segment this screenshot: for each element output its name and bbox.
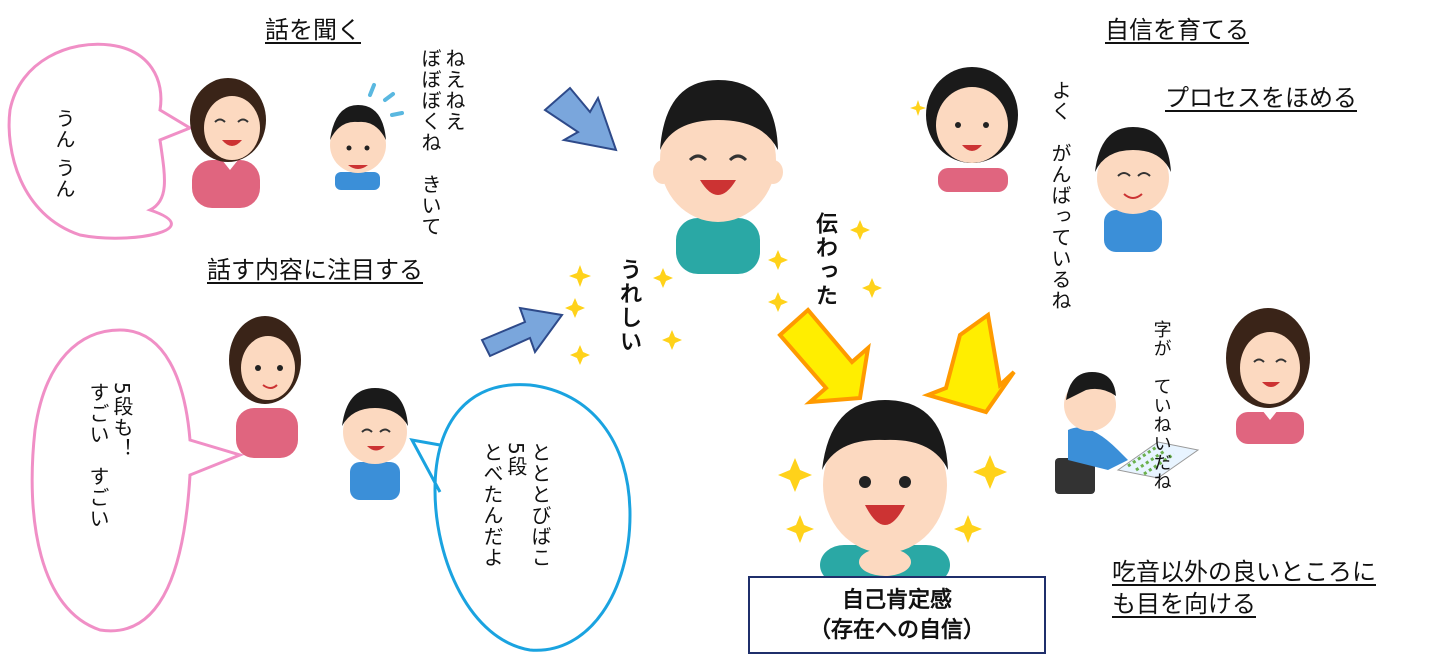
speech-mom-teinei: 字が ていねいだね xyxy=(1150,320,1172,491)
mother-figure-1 xyxy=(190,78,266,208)
speech-mom-uun: うん うん xyxy=(52,108,76,200)
self-esteem-box: 自己肯定感 （存在への自信） xyxy=(748,576,1046,654)
label-tsutawatta: 伝わった xyxy=(812,212,837,308)
self-esteem-subtitle: （存在への自信） xyxy=(808,618,985,643)
boy-writing xyxy=(1055,372,1200,494)
speech-bubble-blue xyxy=(409,383,632,652)
heading-listen: 話を聞く xyxy=(265,16,361,44)
sparkles xyxy=(565,100,1007,543)
heading-confidence: 自信を育てる xyxy=(1105,16,1249,44)
speech-boy-stutter: ねえねえ ぼぼぼくね きいて xyxy=(418,48,466,237)
heading-praise-process: プロセスをほめる xyxy=(1165,84,1357,112)
heading-focus-content: 話す内容に注目する xyxy=(207,256,423,284)
heading-other-strengths-1: 吃音以外の良いところに xyxy=(1112,558,1376,586)
boy-happy-center xyxy=(653,80,783,274)
boy-talking xyxy=(342,388,408,500)
label-ureshii: うれしい xyxy=(616,258,641,354)
self-esteem-title: 自己肯定感 xyxy=(841,588,952,613)
yellow-arrow-right xyxy=(921,311,1016,415)
mother-figure-2 xyxy=(926,67,1018,192)
blue-arrow-top xyxy=(543,86,618,152)
blue-arrow-bottom xyxy=(480,306,564,358)
speech-boy-jump: とととびばこ 5段 とべたんだよ xyxy=(480,442,552,568)
speech-bubble-pink-bottom xyxy=(30,328,245,633)
boy-smiling-right xyxy=(1095,127,1171,252)
heading-other-strengths-2: も目を向ける xyxy=(1112,590,1256,618)
yellow-arrow-left xyxy=(777,307,871,405)
boy-worried xyxy=(330,83,404,190)
mother-figure-4 xyxy=(1226,308,1310,444)
speech-mom-praise: 5段も！ すごい すごい xyxy=(86,382,134,529)
speech-mom-ganbatte: よく がんばっているね xyxy=(1048,80,1072,311)
speech-bubble-pink-top xyxy=(7,42,194,240)
boy-proud xyxy=(820,400,950,585)
mother-figure-3 xyxy=(229,316,301,458)
